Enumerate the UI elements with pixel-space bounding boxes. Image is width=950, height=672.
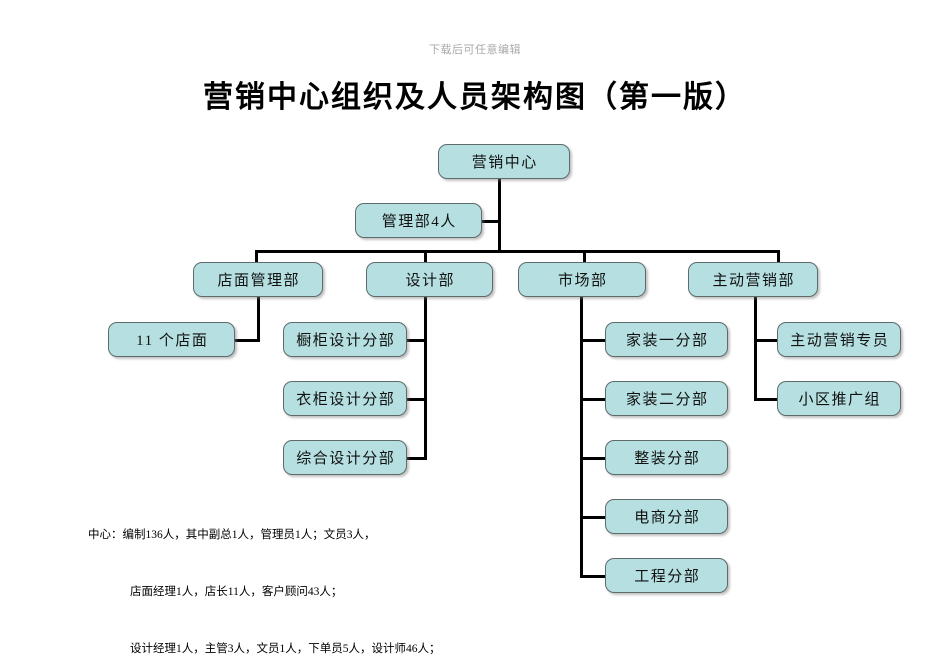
connector-design-to-design1	[406, 339, 427, 342]
node-wardrobe-design-branch-label: 衣柜设计分部	[296, 392, 396, 408]
connector-bus-to-design	[424, 250, 427, 262]
connector-bus-to-active	[777, 250, 780, 262]
connector-bus-to-market	[583, 250, 586, 262]
node-whole-house-branch-label: 整装分部	[634, 451, 701, 467]
footnote-line-2: 店面经理1人，店长11人，客户顾问43人；	[130, 586, 343, 598]
connector-store-trunk	[257, 296, 260, 342]
node-home-deco-branch-1-label: 家装一分部	[625, 333, 709, 349]
connector-market-to-market3	[580, 457, 606, 460]
connector-market-to-market2	[580, 398, 606, 401]
footnote-line-3: 设计经理1人，主管3人，文员1人，下单员5人，设计师46人；	[130, 643, 441, 655]
node-center-label: 营销中心	[471, 155, 538, 171]
connector-active-to-active1	[754, 339, 778, 342]
node-ecommerce-branch[interactable]: 电商分部	[605, 499, 728, 534]
node-engineering-branch[interactable]: 工程分部	[605, 558, 728, 593]
node-store-management-dept[interactable]: 店面管理部	[193, 262, 323, 297]
node-design-dept-label: 设计部	[405, 273, 455, 289]
node-active-marketing-specialist-label: 主动营销专员	[790, 333, 890, 349]
node-eleven-stores[interactable]: 11 个店面	[108, 322, 235, 357]
node-comprehensive-design-branch-label: 综合设计分部	[296, 451, 396, 467]
connector-market-to-market5	[580, 575, 606, 578]
node-center[interactable]: 营销中心	[438, 144, 570, 179]
page-title: 营销中心组织及人员架构图（第一版）	[203, 81, 747, 114]
connector-active-to-active2	[754, 398, 778, 401]
node-cabinet-design-branch[interactable]: 橱柜设计分部	[283, 322, 407, 357]
connector-market-to-market1	[580, 339, 606, 342]
node-active-marketing-dept-label: 主动营销部	[712, 273, 795, 289]
connector-design-to-design3	[406, 457, 427, 460]
node-comprehensive-design-branch[interactable]: 综合设计分部	[283, 440, 407, 475]
connector-center-trunk	[498, 178, 501, 252]
connector-market-trunk	[580, 296, 583, 577]
node-market-dept[interactable]: 市场部	[518, 262, 646, 297]
node-home-deco-branch-2-label: 家装二分部	[625, 392, 709, 408]
node-engineering-branch-label: 工程分部	[634, 569, 701, 585]
connector-department-bus	[255, 250, 780, 253]
node-store-management-dept-label: 店面管理部	[217, 273, 300, 289]
node-management-dept[interactable]: 管理部4人	[355, 203, 482, 238]
connector-bus-to-store	[255, 250, 258, 262]
connector-design-to-design2	[406, 398, 427, 401]
node-home-deco-branch-1[interactable]: 家装一分部	[605, 322, 728, 357]
node-home-deco-branch-2[interactable]: 家装二分部	[605, 381, 728, 416]
connector-store-to-store1	[234, 339, 260, 342]
connector-active-trunk	[754, 296, 757, 400]
node-management-dept-label: 管理部4人	[381, 214, 457, 230]
node-community-promotion-group-label: 小区推广组	[798, 392, 881, 408]
node-active-marketing-dept[interactable]: 主动营销部	[688, 262, 818, 297]
watermark-text: 下载后可任意编辑	[429, 44, 521, 56]
connector-market-to-market4	[580, 516, 606, 519]
node-design-dept[interactable]: 设计部	[366, 262, 493, 297]
node-wardrobe-design-branch[interactable]: 衣柜设计分部	[283, 381, 407, 416]
connector-design-trunk	[424, 296, 427, 460]
node-market-dept-label: 市场部	[557, 273, 608, 289]
node-active-marketing-specialist[interactable]: 主动营销专员	[777, 322, 901, 357]
node-community-promotion-group[interactable]: 小区推广组	[777, 381, 901, 416]
footnote-line-1: 中心：编制136人，其中副总1人，管理员1人；文员3人，	[88, 529, 376, 541]
connector-center-to-mgmt	[480, 220, 500, 223]
node-ecommerce-branch-label: 电商分部	[634, 510, 701, 526]
headcount-footnote: 中心：编制136人，其中副总1人，管理员1人；文员3人， 店面经理1人，店长11…	[88, 488, 472, 672]
node-eleven-stores-label: 11 个店面	[136, 333, 209, 349]
node-whole-house-branch[interactable]: 整装分部	[605, 440, 728, 475]
node-cabinet-design-branch-label: 橱柜设计分部	[296, 333, 396, 349]
